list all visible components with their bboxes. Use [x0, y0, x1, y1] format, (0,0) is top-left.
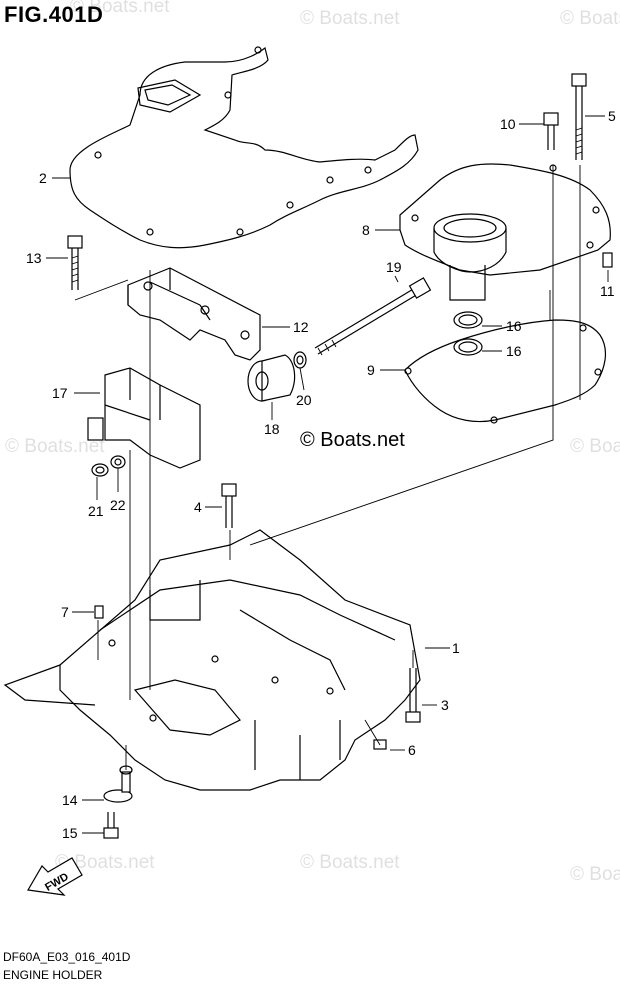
cover-part-8	[399, 163, 611, 301]
watermark-text: © Boats.net	[560, 8, 620, 29]
watermark-text: © Boats.net	[70, 0, 170, 17]
bracket-part-12	[127, 267, 261, 361]
callout-part-16: 16	[506, 343, 522, 359]
callout-part-17: 17	[52, 385, 68, 401]
bolt-part-15	[103, 812, 119, 839]
callout-part-15: 15	[62, 825, 78, 841]
gasket-part-9	[404, 319, 607, 424]
fitting-part-14	[103, 765, 133, 803]
callout-leader-lines	[46, 115, 609, 834]
bolt-part-3	[405, 668, 421, 723]
callout-part-12: 12	[293, 319, 309, 335]
callout-part-1: 1	[452, 640, 460, 656]
gasket-part-2	[69, 46, 419, 249]
watermark-text: © Boats.net	[570, 864, 620, 885]
nut-part-21	[91, 463, 109, 477]
callout-part-4: 4	[194, 499, 202, 515]
callout-part-21: 21	[88, 503, 104, 519]
watermark-text: © Boats.net	[300, 852, 400, 873]
watermark-main-text: © Boats.net	[300, 429, 405, 451]
dowel-part-11	[602, 252, 613, 268]
callout-part-14: 14	[62, 792, 78, 808]
callout-part-11: 11	[600, 283, 615, 299]
bolt-part-10	[543, 112, 559, 150]
callout-part-2: 2	[39, 170, 47, 186]
bolt-part-4	[221, 483, 237, 528]
figure-title: FIG.401D	[4, 2, 104, 27]
washer-part-22	[110, 455, 126, 469]
callout-part-19: 19	[386, 259, 402, 275]
watermark-text: © Boats.net	[5, 436, 105, 457]
callout-part-5: 5	[608, 108, 616, 124]
engine-holder-part-1	[3, 529, 421, 791]
long-bolt-part-19	[314, 277, 432, 356]
bolt-part-5	[571, 73, 587, 160]
callout-part-6: 6	[408, 742, 416, 758]
callout-part-18: 18	[264, 421, 280, 437]
callout-part-8: 8	[362, 222, 370, 238]
watermark-text: © Boats.net	[55, 852, 155, 873]
callout-part-10: 10	[500, 116, 516, 132]
watermark-text: © Boats.net	[300, 8, 400, 29]
mount-part-18	[247, 354, 296, 402]
callout-part-22: 22	[110, 497, 126, 513]
block-part-17	[87, 367, 201, 469]
callout-part-13: 13	[26, 250, 42, 266]
washer-part-20	[293, 351, 307, 369]
watermark-text: © Boats.net	[570, 436, 620, 457]
bolt-part-13	[67, 235, 83, 290]
o-ring-part-16-upper	[453, 311, 483, 329]
callout-part-9: 9	[367, 362, 375, 378]
callout-part-20: 20	[296, 392, 312, 408]
assembly-guide-lines	[74, 165, 581, 770]
dowel-part-7	[94, 605, 104, 619]
callout-part-7: 7	[61, 604, 69, 620]
figure-name: ENGINE HOLDER	[3, 968, 103, 982]
o-ring-part-16-lower	[453, 338, 483, 356]
forward-direction-arrow: FWD	[27, 857, 83, 896]
callout-part-16: 16	[506, 318, 522, 334]
callout-part-3: 3	[441, 697, 449, 713]
figure-code: DF60A_E03_016_401D	[3, 950, 131, 964]
